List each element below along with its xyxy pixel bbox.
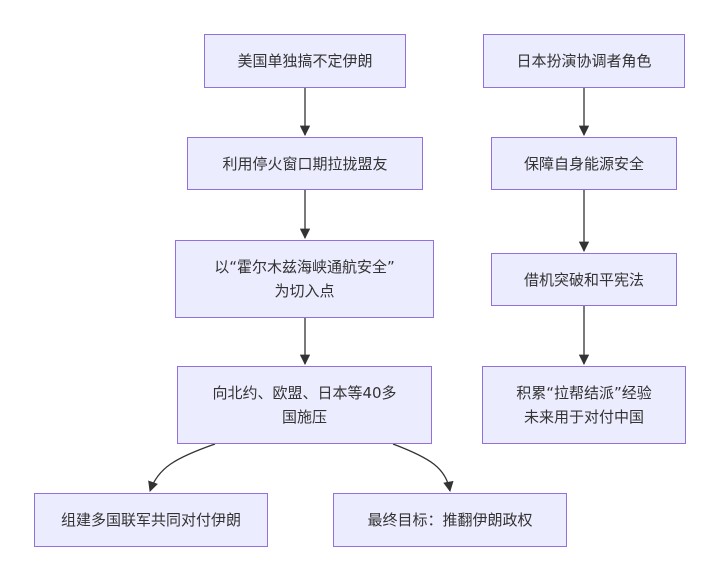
node-final-goal: 最终目标：推翻伊朗政权 (333, 493, 567, 547)
node-label: 利用停火窗口期拉拢盟友 (222, 154, 388, 173)
node-label: 美国单独搞不定伊朗 (237, 52, 373, 70)
node-coalition: 组建多国联军共同对付伊朗 (34, 493, 268, 547)
node-experience-china: 积累“拉帮结派”经验 未来用于对付中国 (482, 366, 686, 444)
node-break-constitution: 借机突破和平宪法 (491, 253, 677, 306)
node-label-line-1: 向北约、欧盟、日本等40多 (212, 384, 397, 402)
node-us-unilateral: 美国单独搞不定伊朗 (204, 34, 406, 88)
node-label: 最终目标：推翻伊朗政权 (367, 511, 533, 529)
edge-pressure-allies-to-coalition (148, 443, 216, 492)
node-hormuz-pretext: 以“霍尔木兹海峡通航安全” 为切入点 (175, 240, 434, 318)
node-pressure-allies: 向北约、欧盟、日本等40多 国施压 (177, 366, 432, 444)
node-label: 日本扮演协调者角色 (516, 52, 652, 70)
node-label-line-2: 未来用于对付中国 (523, 408, 644, 426)
node-label-line-2: 国施压 (281, 408, 327, 426)
node-label-line-1: 积累“拉帮结派”经验 (516, 384, 652, 402)
node-use-ceasefire: 利用停火窗口期拉拢盟友 (187, 137, 423, 190)
node-energy-security: 保障自身能源安全 (491, 137, 677, 190)
node-label: 借机突破和平宪法 (523, 270, 644, 289)
edge-pressure-allies-to-final-goal (392, 443, 454, 493)
node-label: 保障自身能源安全 (523, 154, 644, 173)
node-label: 组建多国联军共同对付伊朗 (60, 511, 241, 529)
node-japan-role: 日本扮演协调者角色 (483, 34, 685, 88)
node-label-line-2: 为切入点 (274, 282, 335, 300)
node-label-line-1: 以“霍尔木兹海峡通航安全” (214, 258, 395, 276)
